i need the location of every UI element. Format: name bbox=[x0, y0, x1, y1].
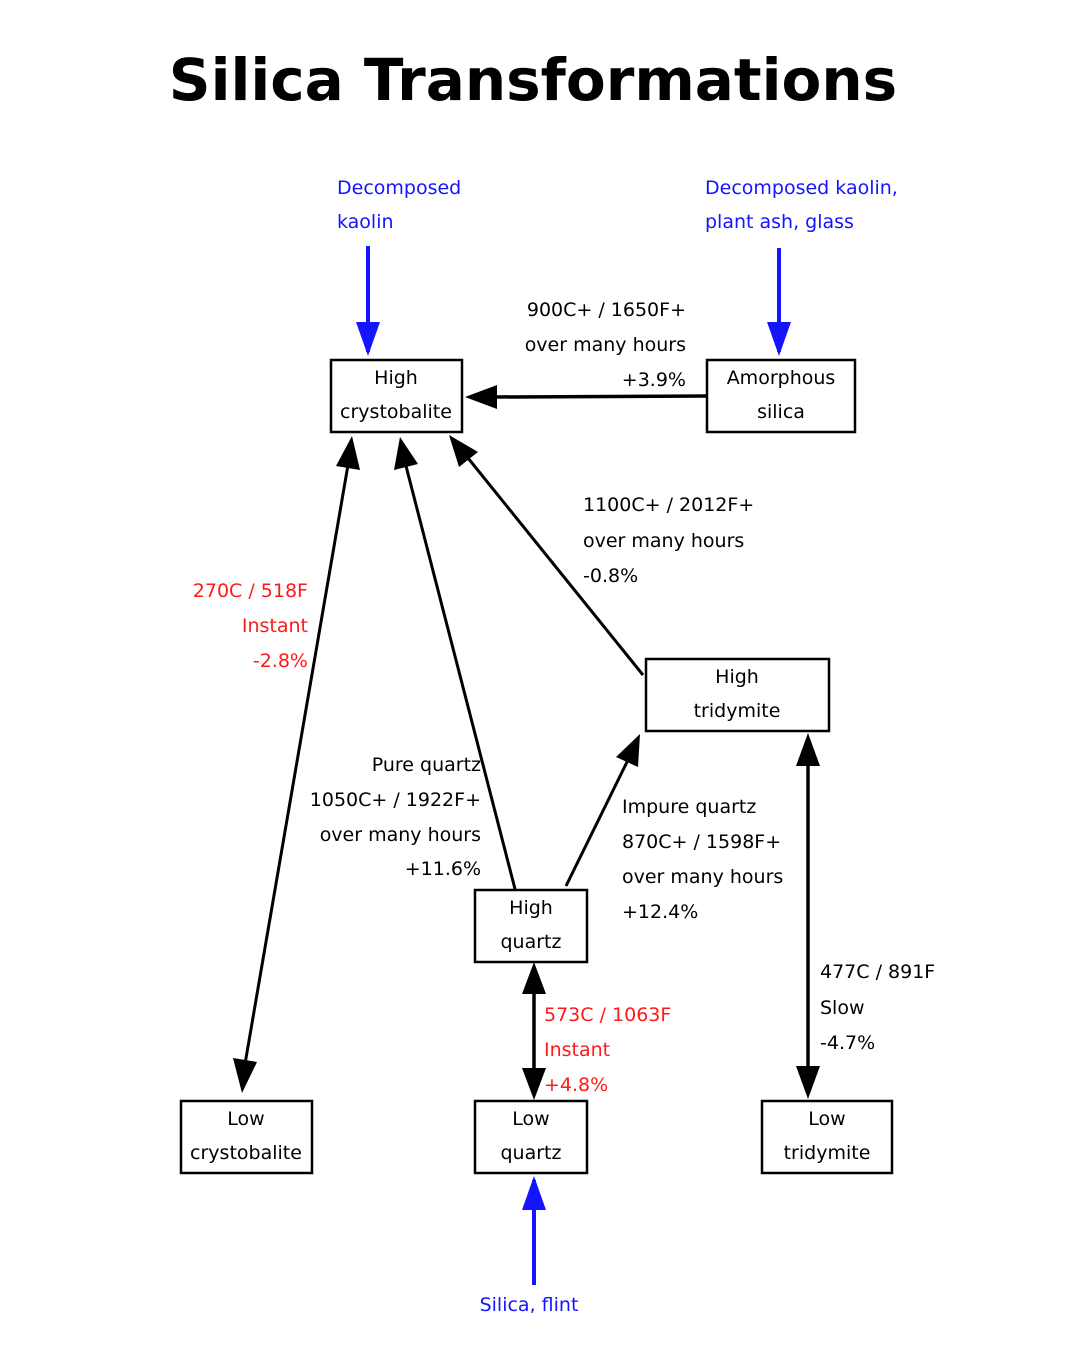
node-label: crystobalite bbox=[340, 401, 452, 423]
transition-text: Instant bbox=[544, 1039, 610, 1061]
edge-high-tridymite-to-high-crystobalite bbox=[449, 435, 645, 676]
arrowhead-icon bbox=[336, 436, 360, 470]
arrowhead-icon bbox=[796, 1066, 820, 1099]
arrowhead-icon bbox=[796, 733, 820, 766]
edge-high-quartz-to-high-tridymite bbox=[564, 734, 640, 887]
node-low-tridymite: Low tridymite bbox=[760, 1099, 894, 1175]
transition-text: 477C / 891F bbox=[820, 961, 935, 983]
edge-amorphous-to-high-crystobalite bbox=[465, 385, 708, 409]
transition-text: +4.8% bbox=[544, 1074, 608, 1096]
label-quartz-inversion: 573C / 1063F Instant +4.8% bbox=[544, 1004, 671, 1096]
transition-text: 1100C+ / 2012F+ bbox=[583, 494, 754, 516]
node-label: tridymite bbox=[694, 700, 781, 722]
node-high-crystobalite: High crystobalite bbox=[329, 358, 464, 434]
node-high-tridymite: High tridymite bbox=[644, 657, 831, 733]
arrowhead-icon bbox=[465, 385, 497, 409]
node-label: silica bbox=[757, 401, 805, 423]
arrowhead-icon bbox=[233, 1058, 257, 1093]
source-kaolin-ash-glass: Decomposed kaolin, plant ash, glass bbox=[705, 177, 898, 233]
transition-text: over many hours bbox=[583, 530, 744, 552]
source-arrow-kaolin-ash-glass bbox=[767, 248, 791, 356]
transition-text: -2.8% bbox=[253, 650, 308, 672]
label-crystobalite-inversion: 270C / 518F Instant -2.8% bbox=[193, 580, 308, 672]
node-high-quartz: High quartz bbox=[473, 888, 589, 964]
transition-text: -0.8% bbox=[583, 565, 638, 587]
edge-crystobalite-inversion bbox=[233, 436, 360, 1093]
node-label: Low bbox=[512, 1108, 549, 1130]
transition-text: +3.9% bbox=[622, 369, 686, 391]
transition-text: 573C / 1063F bbox=[544, 1004, 671, 1026]
transition-text: over many hours bbox=[622, 866, 783, 888]
arrowhead-icon bbox=[616, 734, 640, 767]
transition-text: Instant bbox=[242, 615, 308, 637]
arrowhead-icon bbox=[522, 962, 546, 994]
node-label: quartz bbox=[501, 1142, 562, 1164]
source-arrow-silica-flint bbox=[522, 1176, 546, 1285]
edge-tridymite-inversion bbox=[796, 733, 820, 1099]
transition-text: 270C / 518F bbox=[193, 580, 308, 602]
arrowhead-icon bbox=[522, 1068, 546, 1100]
transition-text: -4.7% bbox=[820, 1032, 875, 1054]
arrowhead-icon bbox=[767, 322, 791, 356]
label-pure-quartz-to-crystobalite: Pure quartz 1050C+ / 1922F+ over many ho… bbox=[310, 754, 481, 880]
source-label: Silica, flint bbox=[480, 1294, 579, 1316]
transition-text: +11.6% bbox=[405, 858, 481, 880]
arrowhead-icon bbox=[522, 1176, 546, 1210]
transition-text: Slow bbox=[820, 997, 865, 1019]
label-tridymite-inversion: 477C / 891F Slow -4.7% bbox=[820, 961, 935, 1054]
node-label: High bbox=[374, 367, 418, 389]
transition-text: Impure quartz bbox=[622, 796, 756, 818]
node-label: quartz bbox=[501, 931, 562, 953]
node-label: Low bbox=[808, 1108, 845, 1130]
transition-text: 870C+ / 1598F+ bbox=[622, 831, 781, 853]
node-label: High bbox=[715, 666, 759, 688]
transition-text: +12.4% bbox=[622, 901, 698, 923]
label-impure-quartz-to-tridymite: Impure quartz 870C+ / 1598F+ over many h… bbox=[622, 796, 783, 923]
source-decomposed-kaolin: Decomposed kaolin bbox=[337, 177, 461, 233]
transition-text: over many hours bbox=[320, 824, 481, 846]
node-label: High bbox=[509, 897, 553, 919]
node-amorphous-silica: Amorphous silica bbox=[705, 358, 857, 434]
source-arrow-decomposed-kaolin bbox=[356, 246, 380, 356]
source-label: Decomposed kaolin, bbox=[705, 177, 898, 199]
arrowhead-icon bbox=[356, 322, 380, 356]
arrowhead-icon bbox=[449, 435, 478, 467]
source-label: kaolin bbox=[337, 211, 394, 233]
transition-text: Pure quartz bbox=[372, 754, 481, 776]
edge-quartz-inversion bbox=[522, 962, 546, 1100]
node-label: tridymite bbox=[784, 1142, 871, 1164]
node-label: Amorphous bbox=[727, 367, 836, 389]
transition-text: 1050C+ / 1922F+ bbox=[310, 789, 481, 811]
node-label: Low bbox=[227, 1108, 264, 1130]
node-low-quartz: Low quartz bbox=[473, 1099, 589, 1175]
source-label: Decomposed bbox=[337, 177, 461, 199]
node-label: crystobalite bbox=[190, 1142, 302, 1164]
source-label: plant ash, glass bbox=[705, 211, 854, 233]
arrowhead-icon bbox=[394, 437, 418, 470]
transition-text: 900C+ / 1650F+ bbox=[527, 299, 686, 321]
source-silica-flint: Silica, flint bbox=[480, 1294, 579, 1316]
edge-high-quartz-to-high-crystobalite bbox=[394, 437, 517, 890]
node-low-crystobalite: Low crystobalite bbox=[179, 1099, 314, 1175]
label-amorphous-to-high-crystobalite: 900C+ / 1650F+ over many hours +3.9% bbox=[525, 299, 686, 391]
diagram-title: Silica Transformations bbox=[169, 46, 897, 114]
label-tridymite-to-crystobalite: 1100C+ / 2012F+ over many hours -0.8% bbox=[583, 494, 754, 587]
transition-text: over many hours bbox=[525, 334, 686, 356]
